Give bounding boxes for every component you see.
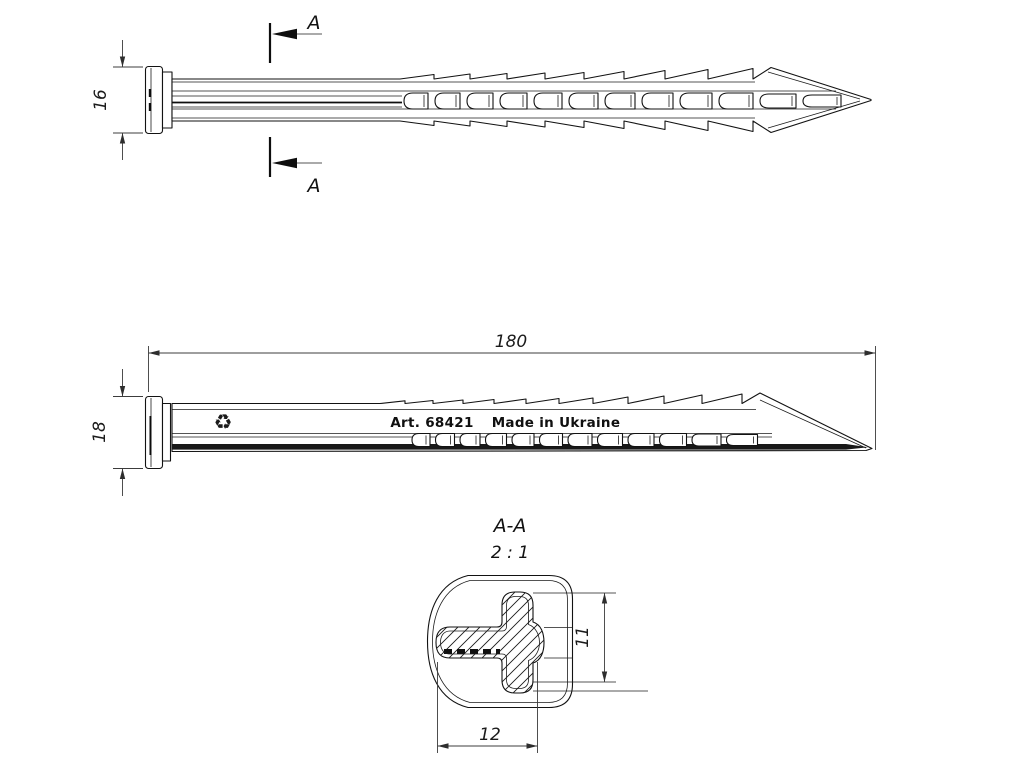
dim-11-arrow-top [601, 593, 608, 604]
dim-180-arrow-left [148, 350, 160, 356]
top-view: A A 16 [91, 12, 872, 197]
dim-180-extension-lines [148, 346, 876, 450]
dim-head-height-18: 18 [90, 369, 143, 496]
cross-rib-outline [435, 591, 545, 694]
dim-180-value: 180 [495, 332, 527, 352]
peg-head [144, 65, 164, 135]
peg-slots [403, 92, 842, 110]
cut-arrow-icon-bottom [272, 157, 297, 169]
dim-18-extension-lines [113, 396, 143, 469]
section-cut-marks: A A [268, 12, 322, 197]
dim-16-arrow-bottom [119, 133, 126, 144]
dim-18-arrow-top [119, 386, 126, 397]
peg-top-view [144, 65, 872, 135]
peg-side-slot-ticks [425, 435, 754, 445]
marking-origin: Made in Ukraine [492, 415, 621, 431]
section-projection-lines [533, 592, 648, 692]
section-title: A-A [492, 515, 527, 537]
dim-12-arrow-right [526, 743, 538, 749]
dim-12-value: 12 [479, 725, 501, 745]
peg-side-view: ♻ Art. 68421 Made in Ukraine [144, 392, 873, 470]
dim-head-height-16: 16 [91, 40, 143, 160]
side-view: 180 18 ♻ Art. 68421 Made in Ukraine [90, 332, 876, 496]
dim-flange-width-12: 12 [437, 662, 538, 753]
dim-16-value: 16 [91, 89, 111, 111]
peg-side-chamfer-lines [172, 399, 867, 449]
section-inner-edge [432, 580, 568, 703]
section-outer-contour [426, 574, 574, 709]
dim-11-arrow-bottom [601, 671, 608, 682]
section-view: A-A 2 : 1 11 [426, 515, 648, 753]
cross-rib-fillet-edge [440, 596, 540, 689]
recycle-icon: ♻ [214, 410, 233, 434]
peg-tip-chamfer-lines [767, 71, 861, 129]
section-scale: 2 : 1 [491, 543, 529, 563]
dim-180-arrow-right [864, 350, 876, 356]
dim-18-value: 18 [90, 421, 110, 443]
cross-rib-hatching [436, 592, 544, 693]
section-outer-edge [426, 574, 574, 709]
marking-article: Art. 68421 [390, 415, 473, 431]
section-cross-rib [435, 591, 545, 694]
dim-length-180: 180 [148, 332, 876, 450]
section-letter-top: A [306, 12, 321, 34]
section-letter-bottom: A [306, 175, 321, 197]
dim-rib-height-11: 11 [573, 593, 608, 682]
dim-12-arrow-left [437, 743, 449, 749]
peg-head-side [144, 395, 164, 470]
cut-arrow-icon-top [272, 28, 297, 40]
peg-body-rib-lines [172, 90, 836, 110]
dim-11-value: 11 [573, 626, 593, 648]
dim-16-arrow-top [119, 56, 126, 67]
peg-side-slots [411, 432, 759, 448]
peg-slot-edge-ticks [423, 95, 838, 107]
dim-18-arrow-bottom [119, 468, 126, 479]
peg-neck-side [161, 402, 172, 462]
dim-12-extension-lines [437, 662, 538, 753]
peg-neck [161, 71, 173, 129]
dim-16-extension-lines [113, 66, 143, 134]
peg-body-chamfer-lines [172, 81, 755, 119]
